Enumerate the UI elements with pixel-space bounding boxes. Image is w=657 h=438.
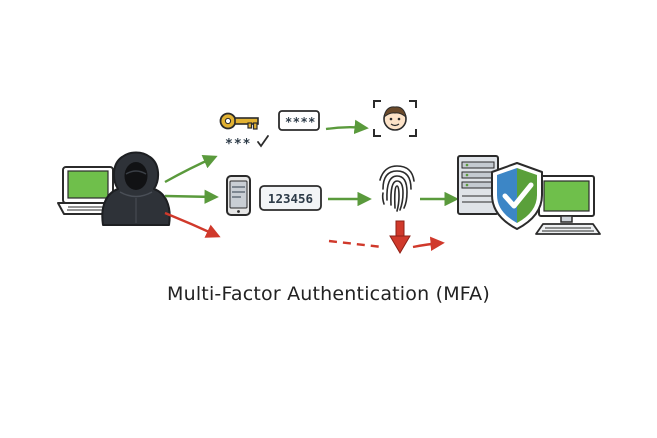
- fingerprint-icon: [379, 165, 415, 212]
- arrow-to-possession-factor: [164, 189, 219, 204]
- server-tower-icon: [457, 155, 499, 215]
- smartphone-icon: [226, 175, 251, 216]
- arrow-to-blocked-path: [164, 211, 221, 238]
- masked-password-stars: ***: [225, 135, 269, 152]
- key-icon: [219, 112, 259, 130]
- keyboard-icon: [535, 223, 601, 235]
- blocked-arrow-icon: [389, 220, 411, 254]
- laptop-icon: [57, 166, 119, 215]
- monitor-icon: [538, 175, 595, 223]
- hooded-attacker-icon: [101, 151, 171, 226]
- otp-code-text: 123456: [268, 191, 313, 206]
- blocked-path: [328, 220, 445, 254]
- arrow-to-knowledge-factor: [164, 155, 218, 184]
- otp-code-box-icon: 123456: [259, 185, 322, 211]
- shield-checkmark-icon: [491, 162, 543, 230]
- password-field-icon: ****: [278, 110, 320, 131]
- checkmark-icon: [257, 135, 269, 148]
- masked-stars-text: ***: [225, 137, 251, 152]
- password-dots-text: ****: [285, 115, 316, 129]
- arrow-to-face-recognition: [325, 119, 369, 135]
- diagram-caption: Multi-Factor Authentication (MFA): [166, 283, 490, 305]
- face-recognition-icon: [373, 100, 417, 137]
